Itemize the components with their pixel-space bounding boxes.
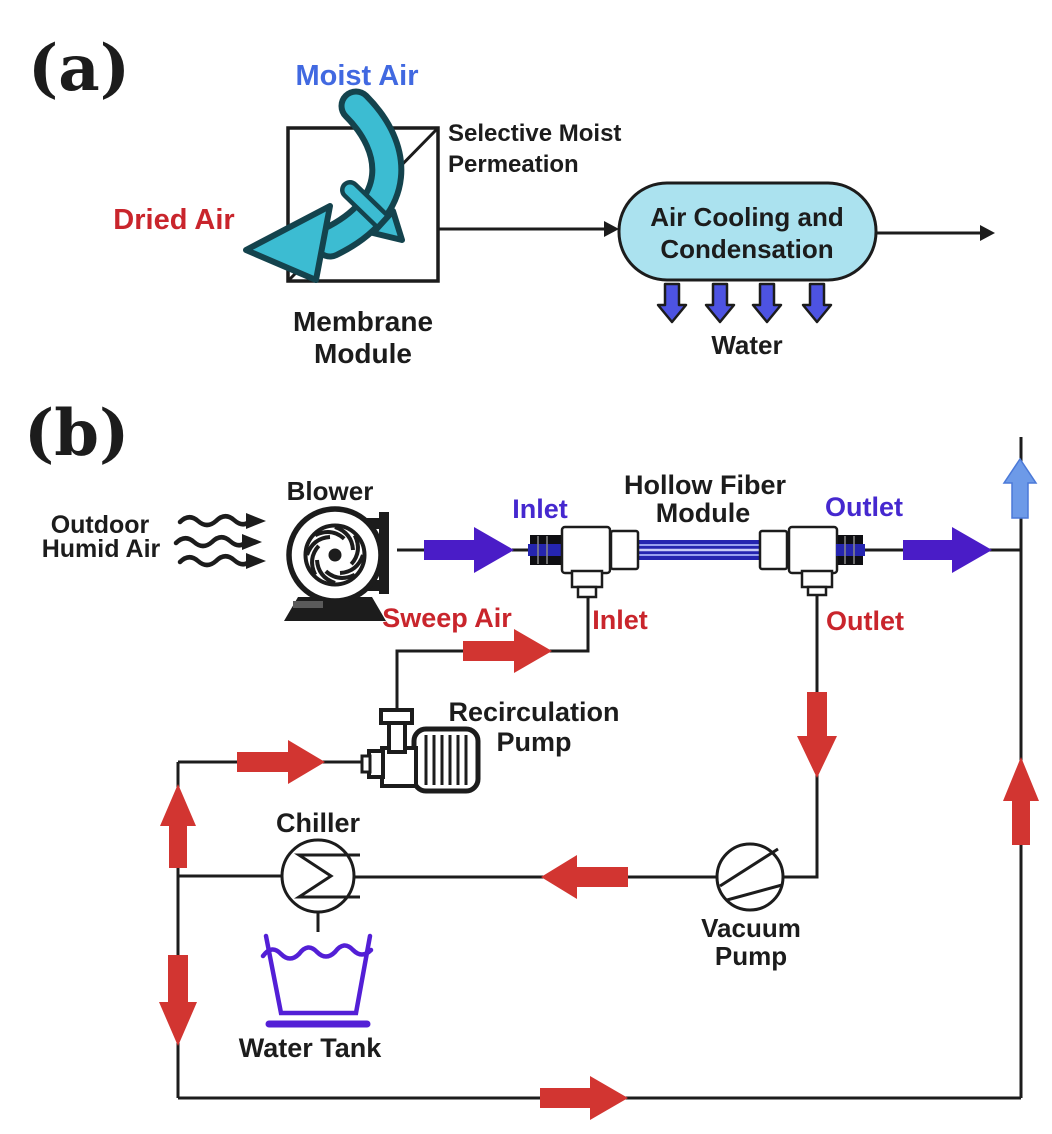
sweep-air-label: Sweep Air (382, 603, 512, 633)
sweep-outlet-label: Outlet (826, 606, 904, 636)
permeation-arrow-icon (340, 180, 405, 243)
membrane-label-line1: Membrane (293, 306, 433, 337)
membrane-label-line2: Module (314, 338, 412, 369)
left-line-down-arrow (159, 955, 197, 1046)
vacuum-pump-icon (715, 842, 785, 912)
feed-outlet-label: Outlet (825, 492, 903, 522)
vacuum-pump-label-line2: Pump (715, 941, 787, 971)
hollow-fiber-module-icon (528, 525, 865, 599)
feed-inlet-label: Inlet (512, 494, 568, 524)
sweep-outlet-down-arrow (797, 692, 837, 778)
panel-a-tag: (a) (28, 31, 130, 106)
panel-a: (a) Air Cooling and Condensat (28, 31, 995, 369)
recirc-pump-label-line2: Pump (496, 727, 571, 757)
left-tee (560, 525, 612, 575)
left-union (609, 529, 640, 571)
recirc-pump-label-line1: Recirculation (448, 697, 619, 727)
flow-arrows (159, 457, 1039, 1120)
vacuum-pump-label-line1: Vacuum (701, 913, 801, 943)
blower-label: Blower (287, 476, 374, 506)
feed-outlet-arrow (903, 527, 992, 573)
right-union (758, 529, 789, 571)
right-tee (787, 525, 839, 575)
selective-label-line1: Selective Moist (448, 120, 621, 147)
bottom-line-right-arrow (540, 1076, 628, 1120)
outdoor-label-line2: Humid Air (42, 535, 161, 563)
water-tank-label: Water Tank (239, 1033, 383, 1063)
chiller-icon (280, 838, 360, 914)
water-arrow-icon (801, 282, 833, 324)
water-arrow-icon (704, 282, 736, 324)
capsule-exit-line (876, 225, 995, 241)
capsule-label-line1: Air Cooling and (650, 202, 844, 232)
capsule-label-line2: Condensation (660, 234, 833, 264)
sweep-outlet-pipe (784, 596, 819, 879)
right-line-up-arrow (1003, 757, 1039, 845)
hollow-fiber-label-line1: Hollow Fiber (624, 470, 786, 500)
to-recirc-pump-arrow (237, 740, 325, 784)
air-cooling-capsule: Air Cooling and Condensation (617, 181, 878, 282)
blower-icon (284, 506, 389, 621)
hollow-fiber-label-line2: Module (656, 498, 751, 528)
water-arrow-icon (751, 282, 783, 324)
dried-air-line (438, 221, 619, 237)
vacuum-to-chiller-arrow (541, 855, 628, 899)
outdoor-label-line1: Outdoor (51, 511, 150, 539)
recirculation-pump-icon (360, 708, 481, 794)
water-arrow-icon (656, 282, 688, 324)
water-drop-arrows (656, 282, 833, 324)
humid-air-wavy-arrows (173, 513, 266, 569)
sweep-air-arrow (463, 629, 552, 673)
exhaust-up-arrow (1002, 457, 1038, 519)
feed-inlet-arrow (424, 527, 514, 573)
left-line-up-arrow (160, 784, 196, 868)
water-label: Water (711, 330, 782, 360)
water-tank-icon (260, 933, 374, 1028)
curved-flow-arrow-icon (243, 88, 405, 283)
moist-air-label: Moist Air (296, 60, 419, 92)
panel-b-tag: (b) (24, 396, 129, 471)
chiller-label: Chiller (276, 808, 361, 838)
panel-b: (b) (24, 396, 1039, 1120)
sweep-inlet-label: Inlet (592, 605, 648, 635)
dried-air-label: Dried Air (113, 204, 234, 236)
selective-label-line2: Permeation (448, 151, 579, 178)
